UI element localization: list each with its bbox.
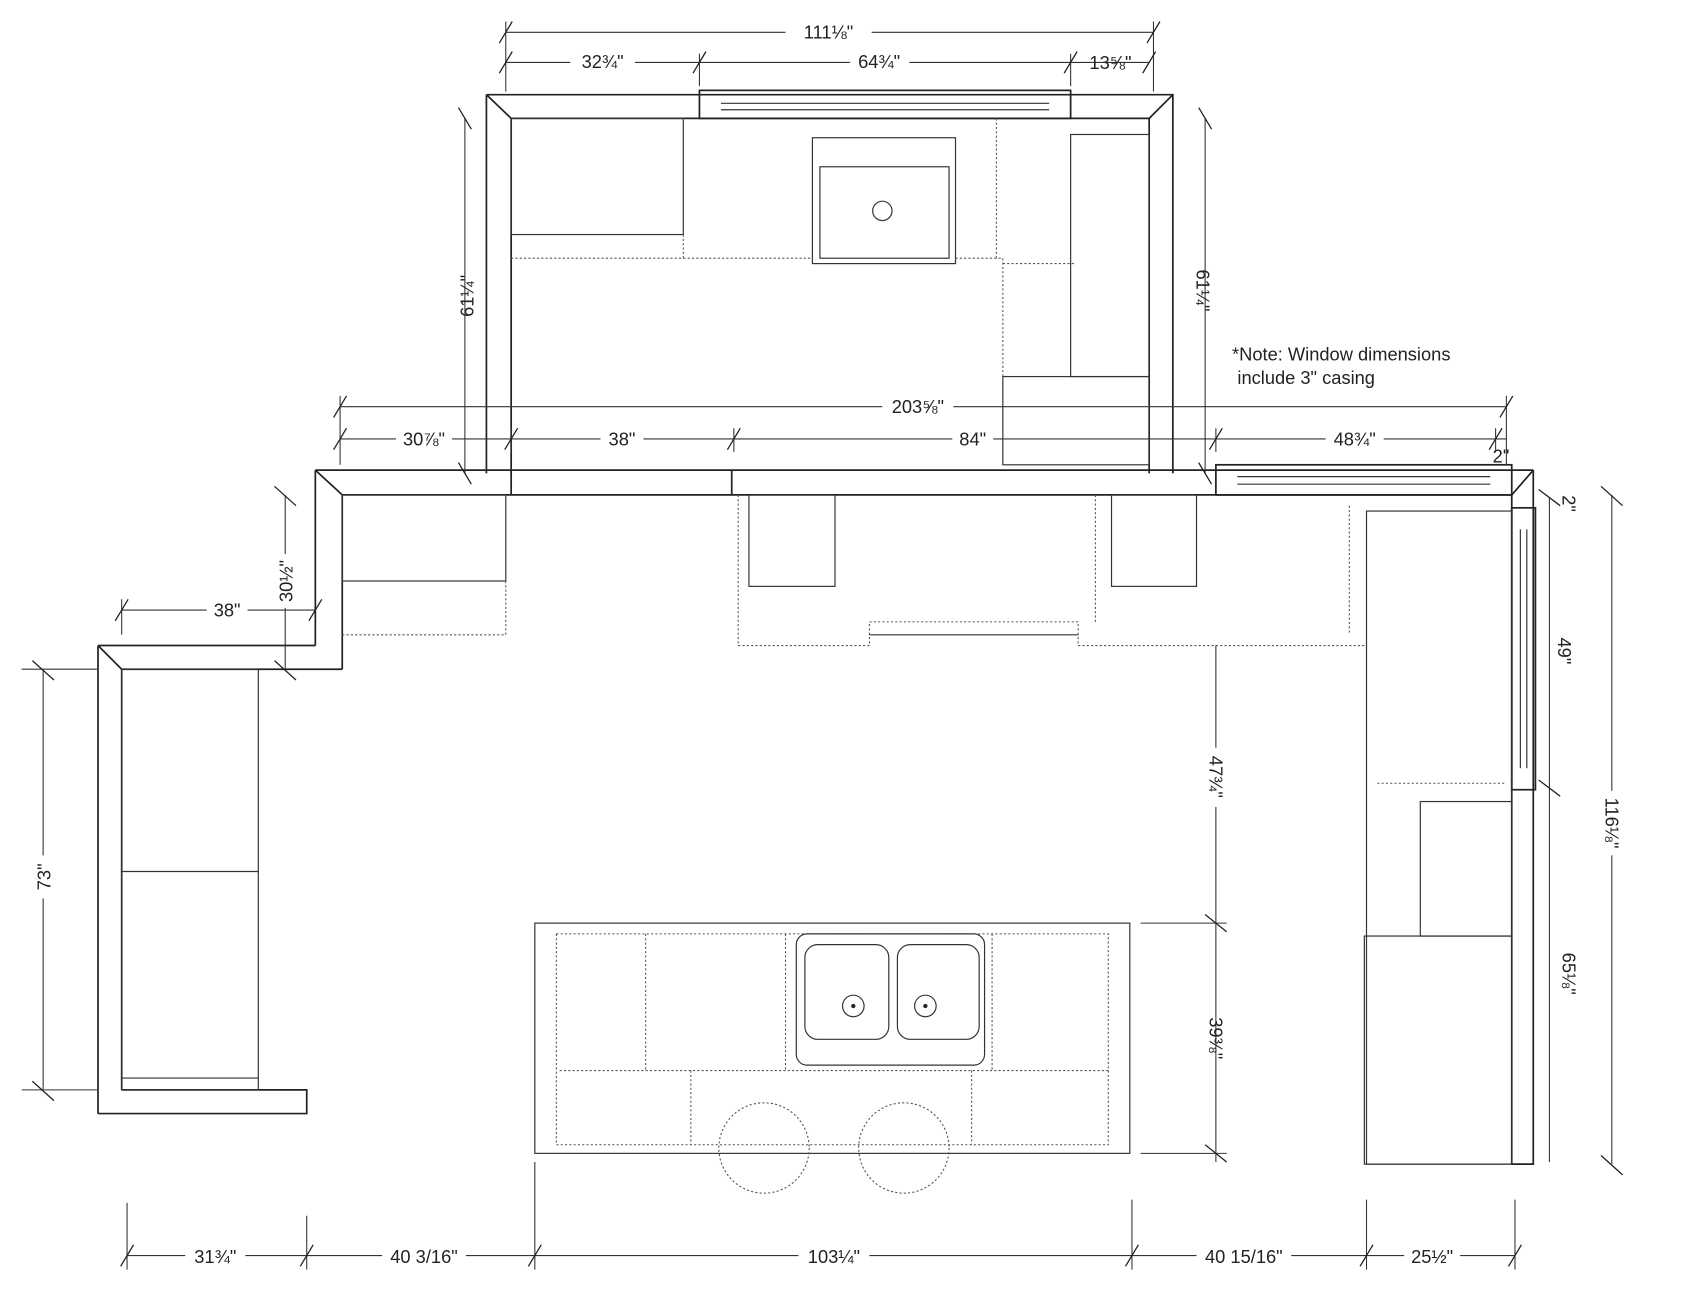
dim-top-window: 64¾" bbox=[858, 51, 900, 72]
top-window bbox=[698, 89, 1072, 120]
windows bbox=[698, 89, 1537, 791]
dim-bottom-4: 40 15/16" bbox=[1205, 1246, 1283, 1267]
dim-upper-right-height: 61¼" bbox=[1193, 269, 1214, 311]
dimension-labels: 111⅛" 32¾" 64¾" 13⅝" 61¼" 61¼" *Note: Wi… bbox=[32, 19, 1625, 1269]
dim-right-top: 2" bbox=[1558, 495, 1579, 512]
dim-left-offset: 38" bbox=[214, 599, 241, 620]
dim-right-lower: 65⅛" bbox=[1558, 953, 1579, 995]
dim-top-total: 111⅛" bbox=[804, 22, 854, 43]
dim-bottom-5: 25½" bbox=[1411, 1246, 1453, 1267]
window-note-line2: include 3" casing bbox=[1237, 367, 1375, 388]
dim-main-seg1: 30⅞" bbox=[403, 428, 445, 449]
dim-main-window: 48¾" bbox=[1334, 428, 1376, 449]
right-wall-window bbox=[1510, 506, 1537, 791]
dim-left-wall: 73" bbox=[34, 863, 55, 890]
island-sink bbox=[795, 933, 986, 1066]
dim-main-total: 203⅝" bbox=[892, 396, 944, 417]
dim-bottom-1: 31¾" bbox=[194, 1246, 236, 1267]
walls bbox=[97, 93, 1535, 1165]
dim-top-left: 32¾" bbox=[582, 51, 624, 72]
dim-right-total: 116⅛" bbox=[1601, 798, 1622, 849]
dim-island-to-wall: 47¾" bbox=[1205, 756, 1226, 798]
prep-sink bbox=[811, 137, 957, 265]
dim-main-end: 2" bbox=[1493, 446, 1510, 467]
dim-bottom-3: 103¼" bbox=[808, 1246, 860, 1267]
dim-right-window: 49" bbox=[1554, 638, 1575, 665]
dim-main-seg3: 84" bbox=[959, 428, 986, 449]
window-note-line1: *Note: Window dimensions bbox=[1232, 343, 1450, 364]
right-top-window bbox=[1215, 463, 1513, 496]
dim-angled-wall: 30½" bbox=[276, 560, 297, 602]
base-cabinets bbox=[121, 494, 1513, 1165]
stool bbox=[718, 1102, 810, 1194]
upper-cabinets bbox=[510, 117, 1150, 466]
island bbox=[534, 922, 1131, 1194]
dim-upper-left-height: 61¼" bbox=[457, 275, 478, 317]
stool bbox=[858, 1102, 950, 1194]
dim-bottom-2: 40 3/16" bbox=[390, 1246, 457, 1267]
dim-main-seg2: 38" bbox=[609, 428, 636, 449]
dim-top-right: 13⅝" bbox=[1089, 52, 1131, 73]
dim-island-depth: 39⅜" bbox=[1205, 1017, 1226, 1059]
